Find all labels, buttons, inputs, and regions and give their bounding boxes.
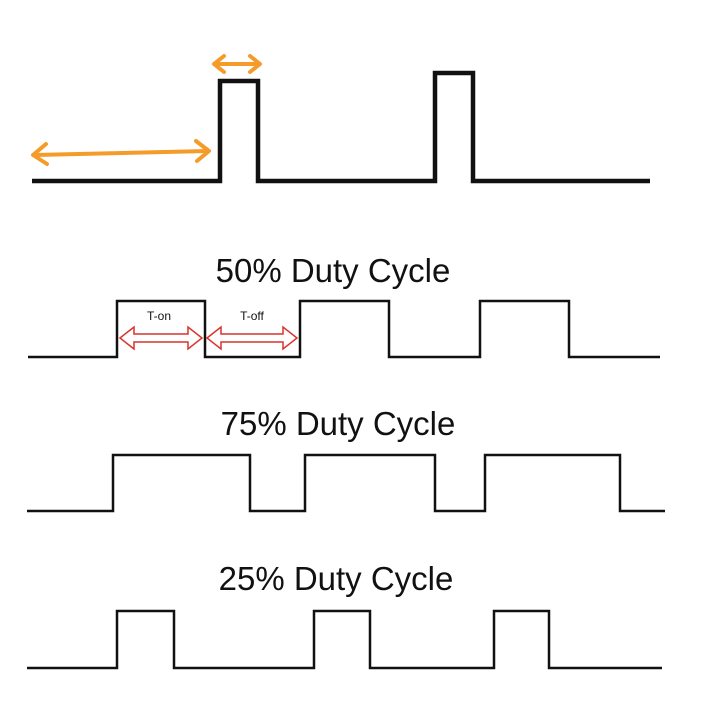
- duty-cycle-75-title: 75% Duty Cycle: [221, 405, 456, 442]
- on-interval-orange-double-arrow-icon: [212, 54, 262, 74]
- pulse-waveform: [31, 54, 650, 184]
- t-on-label: T-on: [147, 309, 171, 323]
- t-on-red-double-arrow-icon: [118, 325, 204, 351]
- duty-cycle-25-waveform: [27, 609, 662, 670]
- pulse-waveform-line: [32, 70, 650, 184]
- duty-cycle-25-title: 25% Duty Cycle: [219, 560, 454, 597]
- duty-cycle-75-section: 75% Duty Cycle: [27, 405, 665, 513]
- duty-cycle-75-waveform: [27, 453, 665, 513]
- duty-cycle-50-waveform: [28, 299, 660, 359]
- t-off-red-double-arrow-icon: [205, 325, 299, 351]
- t-off-label: T-off: [240, 309, 264, 323]
- duty-cycle-25-section: 25% Duty Cycle: [27, 560, 662, 670]
- duty-cycle-50-section: 50% Duty Cycle T-on T-off: [28, 252, 660, 359]
- off-interval-orange-double-arrow-icon: [31, 139, 211, 166]
- duty-cycle-50-title: 50% Duty Cycle: [216, 252, 451, 289]
